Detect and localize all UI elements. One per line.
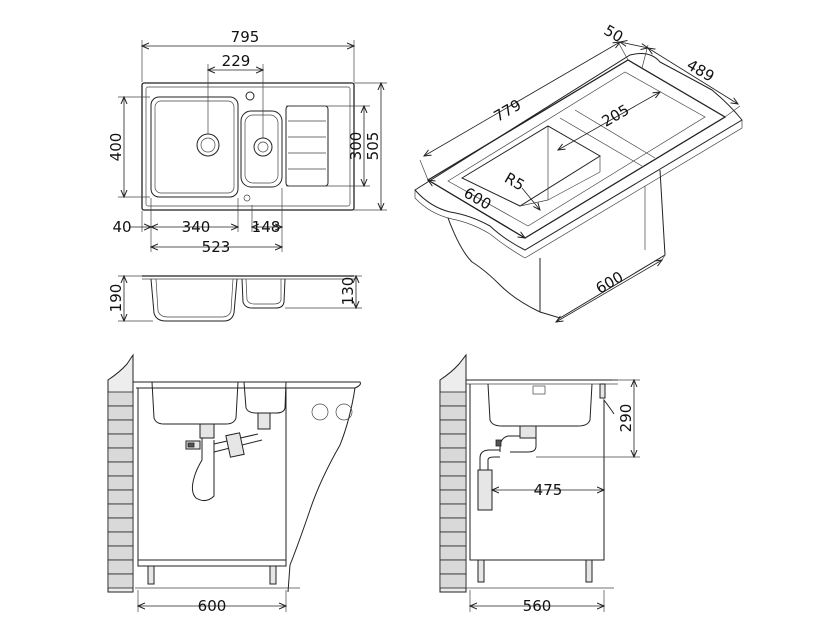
dim-depth: 489 <box>684 56 718 86</box>
main-bowl-profile <box>150 278 238 322</box>
dim-drain-offset: 475 <box>534 481 563 499</box>
side-bowl <box>487 383 593 427</box>
dim-cabinet-depth: 600 <box>593 268 627 298</box>
dim-edge-offset: 40 <box>112 218 131 236</box>
dim-drainer-width: 205 <box>599 101 633 131</box>
cabinet <box>447 169 666 319</box>
dim-overall-width: 795 <box>231 28 260 46</box>
front-countertop <box>133 381 361 389</box>
side-section-view: 190 130 <box>107 276 362 321</box>
front-cabinet <box>137 387 287 567</box>
dim-drain-spacing: 229 <box>222 52 251 70</box>
dim-small-bowl-height: 130 <box>339 277 357 306</box>
drainer <box>285 105 329 187</box>
dim-front-cabinet-width: 600 <box>198 597 227 615</box>
side-installation-view: 290 475 560 <box>439 353 640 615</box>
tap-hole <box>245 91 255 101</box>
sink-outline <box>141 82 355 211</box>
dim-inner-depth: 300 <box>347 132 365 161</box>
dim-main-bowl-width: 340 <box>182 218 211 236</box>
front-drain-pipe <box>191 438 215 502</box>
front-small-bowl <box>243 381 287 414</box>
countertop <box>414 53 743 251</box>
isometric-view: 50 489 779 205 R5 600 600 <box>414 21 743 322</box>
dim-bowls-total-width: 523 <box>202 238 231 256</box>
side-drain-pipe <box>499 435 537 453</box>
top-view: 795 229 400 300 505 40 340 148 523 <box>107 28 387 256</box>
dim-small-bowl-width: 148 <box>252 218 281 236</box>
dim-side-cabinet-depth: 560 <box>523 597 552 615</box>
small-bowl-profile <box>241 278 286 309</box>
iso-sink-rim <box>426 59 727 239</box>
dim-side-height: 290 <box>617 404 635 433</box>
front-installation-view: 600 <box>107 353 361 615</box>
dim-overall-depth: 505 <box>364 132 382 161</box>
dim-main-bowl-height: 190 <box>107 284 125 313</box>
side-cabinet <box>469 384 615 561</box>
small-drain <box>253 137 273 157</box>
dim-bowl-depth: 400 <box>107 133 125 162</box>
main-bowl <box>150 96 239 198</box>
main-drain <box>196 133 220 157</box>
front-main-bowl <box>151 381 239 425</box>
small-bowl <box>240 110 283 188</box>
